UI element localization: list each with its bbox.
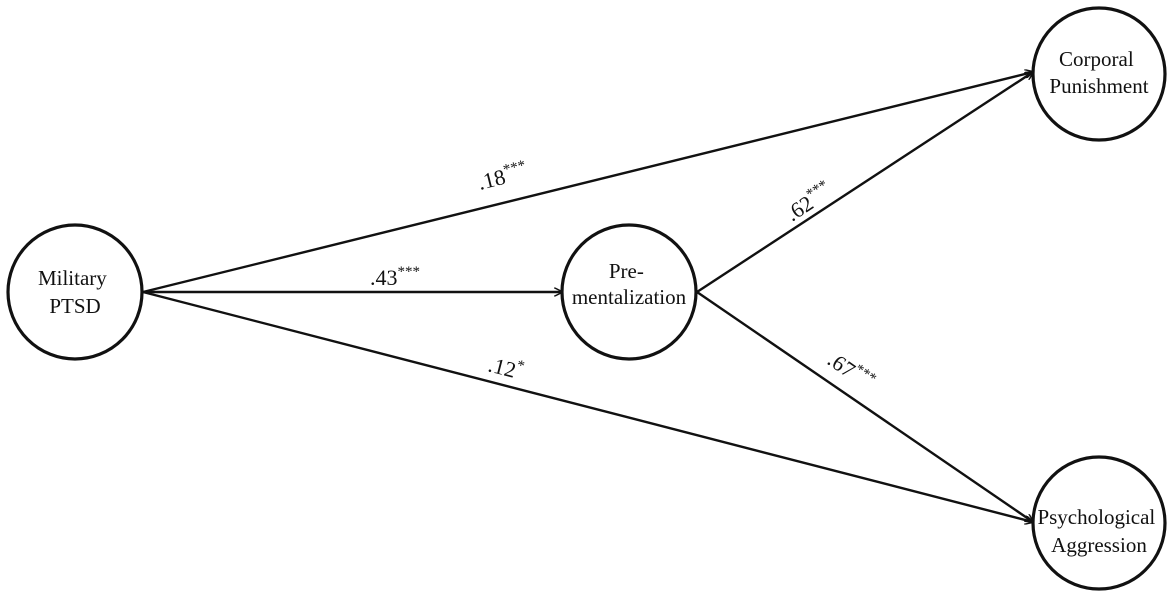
node-corporal-punishment-line-2: Punishment [1049, 74, 1148, 98]
node-military-ptsd: Military PTSD [6, 223, 144, 361]
arrow-ptsd-to-corporal-punishment [142, 72, 1033, 294]
node-corporal-punishment-line-1: Corporal [1059, 47, 1134, 71]
svg-text:Corporal Punishment: Corporal Punishment [1049, 47, 1148, 98]
coef-ptsd-to-corporal-punishment: .18*** [475, 158, 530, 195]
coef-ptsd-to-psychological-aggression: .12* [486, 351, 526, 385]
svg-text:Psychological Aggression: Psychological Aggression [1037, 505, 1160, 557]
node-military-ptsd-line-2: PTSD [49, 294, 100, 318]
arrow-prementalization-to-corporal-punishment [696, 72, 1033, 294]
node-psychological-aggression-line-1: Psychological [1037, 505, 1155, 529]
node-psychological-aggression-line-2: Aggression [1051, 533, 1147, 557]
node-psychological-aggression: Psychological Aggression [1031, 455, 1167, 591]
coef-prementalization-to-psychological-aggression: .67*** [823, 346, 879, 396]
arrow-ptsd-to-psychological-aggression [142, 290, 1033, 522]
svg-text:Military PTSD: Military PTSD [38, 266, 112, 318]
node-prementalization-line-2: mentalization [572, 285, 687, 309]
coef-ptsd-to-prementalization: .43*** [370, 264, 420, 290]
node-prementalization: Pre- mentalization [560, 223, 698, 361]
node-military-ptsd-line-1: Military [38, 266, 107, 290]
svg-text:Pre- mentalization: Pre- mentalization [572, 259, 687, 309]
arrow-prementalization-to-psychological-aggression [696, 291, 1033, 522]
node-corporal-punishment: Corporal Punishment [1031, 6, 1167, 142]
node-prementalization-line-1: Pre- [609, 259, 644, 283]
